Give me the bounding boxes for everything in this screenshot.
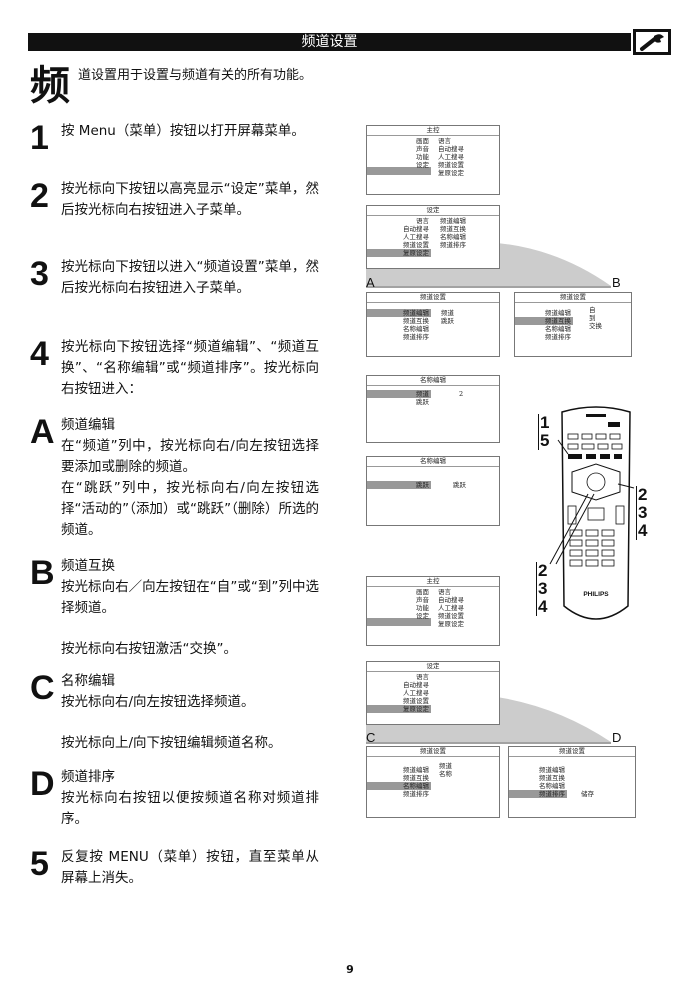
- step-text: 在“跳跃”列中，按光标向右/向左按钮选择“活动的”（添加）或“跳跃”（删除）所选…: [61, 480, 319, 538]
- name-edit-list-screen: 频道设置 频道编辑频道互换名称编辑频道排序 频道名称: [366, 746, 500, 818]
- step-number: 2: [30, 177, 49, 215]
- brand-logo: PHILIPS: [583, 591, 609, 598]
- setup-menu-screen: 设定 语言自动搜寻人工搜寻频道设置复原设定 频道编辑频道互换名称编辑频道排序: [366, 205, 500, 269]
- step-letter: D: [30, 765, 55, 803]
- callout-5: 5: [538, 431, 550, 450]
- channel-swap-screen: 频道设置 频道编辑频道互换名称编辑频道排序 自到交换: [514, 292, 632, 357]
- callout-4: 4: [636, 521, 648, 540]
- step-3: 3 按光标向下按钮以进入“频道设置”菜单，然后按光标向右按钮进入子菜单。: [30, 256, 330, 316]
- step-letter: B: [30, 554, 55, 592]
- header-bar: 频道设置: [28, 33, 631, 51]
- step-5: 5 反复按 MENU（菜单）按钮，直至菜单从屏幕上消失。: [30, 846, 330, 906]
- callout-3: 3: [636, 503, 648, 522]
- main-menu-screen-2: 主控 画面声音功能设定 语言自动搜寻人工搜寻频道设置复原设定: [366, 576, 500, 646]
- main-menu-screen: 主控 画面声音功能设定 语言自动搜寻人工搜寻频道设置复原设定: [366, 125, 500, 195]
- step-text: 按光标向下按钮以高亮显示“设定”菜单，然后按光标向右按钮进入子菜单。: [61, 181, 319, 218]
- label-a: A: [366, 275, 375, 290]
- intro-text: 道设置用于设置与频道有关的所有功能。: [78, 68, 313, 83]
- step-heading: 频道互换: [61, 558, 115, 574]
- channel-edit-screen: 频道设置 频道编辑频道互换名称编辑频道排序 频道跳跃: [366, 292, 500, 357]
- step-number: 4: [30, 335, 49, 373]
- step-number: 1: [30, 119, 49, 157]
- step-4: 4 按光标向下按钮选择“频道编辑”、“频道互换”、“名称编辑”或“频道排序”。按…: [30, 335, 330, 397]
- step-b: B 频道互换 按光标向右／向左按钮在“自”或“到”列中选择频道。 按光标向右按钮…: [30, 554, 330, 657]
- remote-control: PHILIPS: [558, 406, 634, 626]
- step-text: 反复按 MENU（菜单）按钮，直至菜单从屏幕上消失。: [61, 849, 319, 886]
- step-heading: 频道排序: [61, 769, 115, 785]
- skip-edit-screen: 名称编辑 跳跃 跳跃: [366, 456, 500, 526]
- step-c: C 名称编辑 按光标向右/向左按钮选择频道。 按光标向上/向下按钮编辑频道名称。: [30, 670, 330, 760]
- callout-lines: [549, 439, 635, 565]
- intro-initial: 频: [30, 63, 70, 109]
- step-text: 按光标向上/向下按钮编辑频道名称。: [61, 735, 282, 751]
- step-heading: 名称编辑: [61, 673, 115, 689]
- step-text: 在“频道”列中，按光标向右/向左按钮选择要添加或删除的频道。: [61, 438, 319, 475]
- step-text: 按光标向右/向左按钮选择频道。: [61, 694, 255, 710]
- step-letter: C: [30, 669, 55, 707]
- step-number: 3: [30, 255, 49, 293]
- step-text: 按 Menu（菜单）按钮以打开屏幕菜单。: [61, 123, 305, 139]
- step-letter: A: [30, 413, 55, 451]
- label-b: B: [612, 275, 621, 290]
- step-text: 按光标向右／向左按钮在“自”或“到”列中选择频道。: [61, 579, 319, 616]
- callout-2: 2: [636, 485, 648, 504]
- step-a: A 频道编辑 在“频道”列中，按光标向右/向左按钮选择要添加或删除的频道。 在“…: [30, 413, 330, 538]
- wrench-icon: [633, 29, 671, 55]
- page-title: 频道设置: [301, 34, 358, 50]
- callout-3-lower: 3: [536, 579, 548, 598]
- step-1: 1 按 Menu（菜单）按钮以打开屏幕菜单。: [30, 120, 330, 160]
- name-edit-screen: 名称编辑 频道跳跃 2: [366, 375, 500, 443]
- step-heading: 频道编辑: [61, 417, 115, 433]
- step-d: D 频道排序 按光标向右按钮以便按频道名称对频道排序。: [30, 766, 330, 836]
- step-number: 5: [30, 845, 49, 883]
- step-text: 按光标向右按钮以便按频道名称对频道排序。: [61, 790, 319, 827]
- step-text: 按光标向右按钮激活“交换”。: [61, 641, 237, 657]
- setup-menu-screen-2: 设定 语言自动搜寻人工搜寻频道设置复原设定: [366, 661, 500, 725]
- callout-1: 1: [538, 413, 550, 432]
- step-2: 2 按光标向下按钮以高亮显示“设定”菜单，然后按光标向右按钮进入子菜单。: [30, 178, 330, 238]
- step-text: 按光标向下按钮选择“频道编辑”、“频道互换”、“名称编辑”或“频道排序”。按光标…: [61, 339, 319, 397]
- page-number: 9: [346, 963, 354, 976]
- callout-4-lower: 4: [536, 597, 548, 616]
- callout-2-lower: 2: [536, 561, 548, 580]
- label-c: C: [366, 730, 376, 745]
- label-d: D: [612, 730, 622, 745]
- channel-sort-screen: 频道设置 频道编辑频道互换名称编辑频道排序 储存: [508, 746, 636, 818]
- step-text: 按光标向下按钮以进入“频道设置”菜单，然后按光标向右按钮进入子菜单。: [61, 259, 319, 296]
